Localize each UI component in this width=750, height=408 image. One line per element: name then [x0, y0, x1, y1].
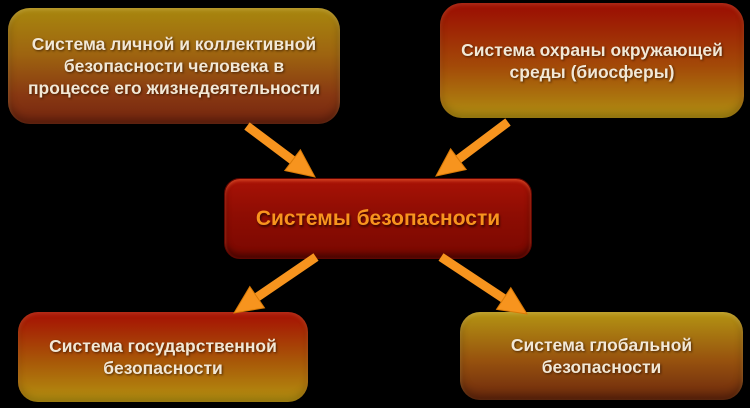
- node-state-safety: Система государственной безопасности: [18, 312, 308, 402]
- node-security-systems: Системы безопасности: [224, 178, 532, 259]
- node-environment-safety: Система охраны окружающей среды (биосфер…: [440, 3, 744, 118]
- arrow: [438, 253, 528, 315]
- arrow: [233, 253, 319, 314]
- arrow: [435, 118, 511, 177]
- node-global-safety: Система глобальной безопасности: [460, 312, 743, 400]
- node-personal-safety-label: Система личной и коллективной безопаснос…: [27, 34, 321, 98]
- node-security-systems-label: Системы безопасности: [255, 206, 501, 230]
- node-personal-safety: Система личной и коллективной безопаснос…: [8, 8, 340, 124]
- node-global-safety-label: Система глобальной безопасности: [510, 335, 693, 377]
- arrow: [244, 122, 316, 178]
- node-state-safety-label: Система государственной безопасности: [49, 336, 277, 378]
- node-environment-safety-label: Система охраны окружающей среды (биосфер…: [461, 39, 723, 82]
